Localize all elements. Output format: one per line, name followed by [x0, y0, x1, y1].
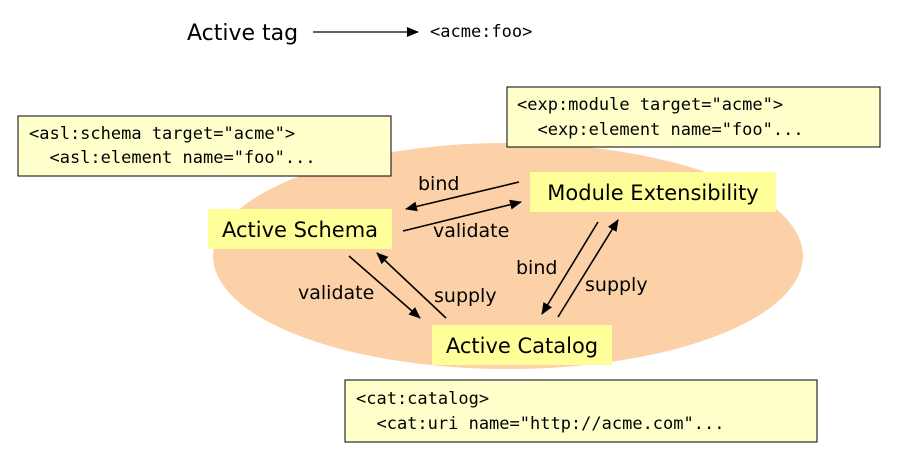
edge-label-validate: validate	[298, 282, 374, 304]
code-line: <cat:uri name="http://acme.com"...	[356, 414, 724, 434]
code-box-exp-module: <exp:module target="acme"> <exp:element …	[506, 86, 881, 148]
arrow-catalog-to-schema	[376, 252, 447, 319]
arrow-catalog-to-module	[557, 219, 619, 318]
active-tag-label: Active tag	[187, 21, 298, 46]
edge-label-validate: validate	[433, 220, 509, 242]
edge-label-bind: bind	[418, 173, 459, 195]
code-box-asl-schema: <asl:schema target="acme"> <asl:element …	[17, 115, 392, 177]
edge-label-supply: supply	[585, 274, 648, 296]
edge-label-supply: supply	[434, 285, 497, 307]
arrow-schema-to-catalog	[348, 255, 421, 319]
code-line: <asl:element name="foo"...	[29, 148, 316, 168]
node-active-catalog: Active Catalog	[432, 325, 612, 365]
arrow-schema-to-module	[402, 199, 522, 232]
edge-label-bind: bind	[516, 257, 557, 279]
arrow-module-to-catalog	[541, 221, 599, 315]
code-box-catalog: <cat:catalog> <cat:uri name="http://acme…	[344, 379, 818, 443]
active-tag-example: <acme:foo>	[430, 22, 532, 42]
node-active-schema: Active Schema	[208, 209, 392, 249]
code-line: <cat:catalog>	[356, 389, 489, 409]
node-module-extensibility: Module Extensibility	[530, 172, 776, 212]
node-label: Active Schema	[222, 218, 378, 242]
code-line: <exp:element name="foo"...	[517, 120, 804, 140]
arrow-module-to-schema	[405, 181, 520, 212]
node-label: Module Extensibility	[547, 181, 758, 205]
code-line: <asl:schema target="acme">	[29, 124, 295, 144]
node-label: Active Catalog	[446, 334, 598, 358]
code-line: <exp:module target="acme">	[517, 95, 783, 115]
